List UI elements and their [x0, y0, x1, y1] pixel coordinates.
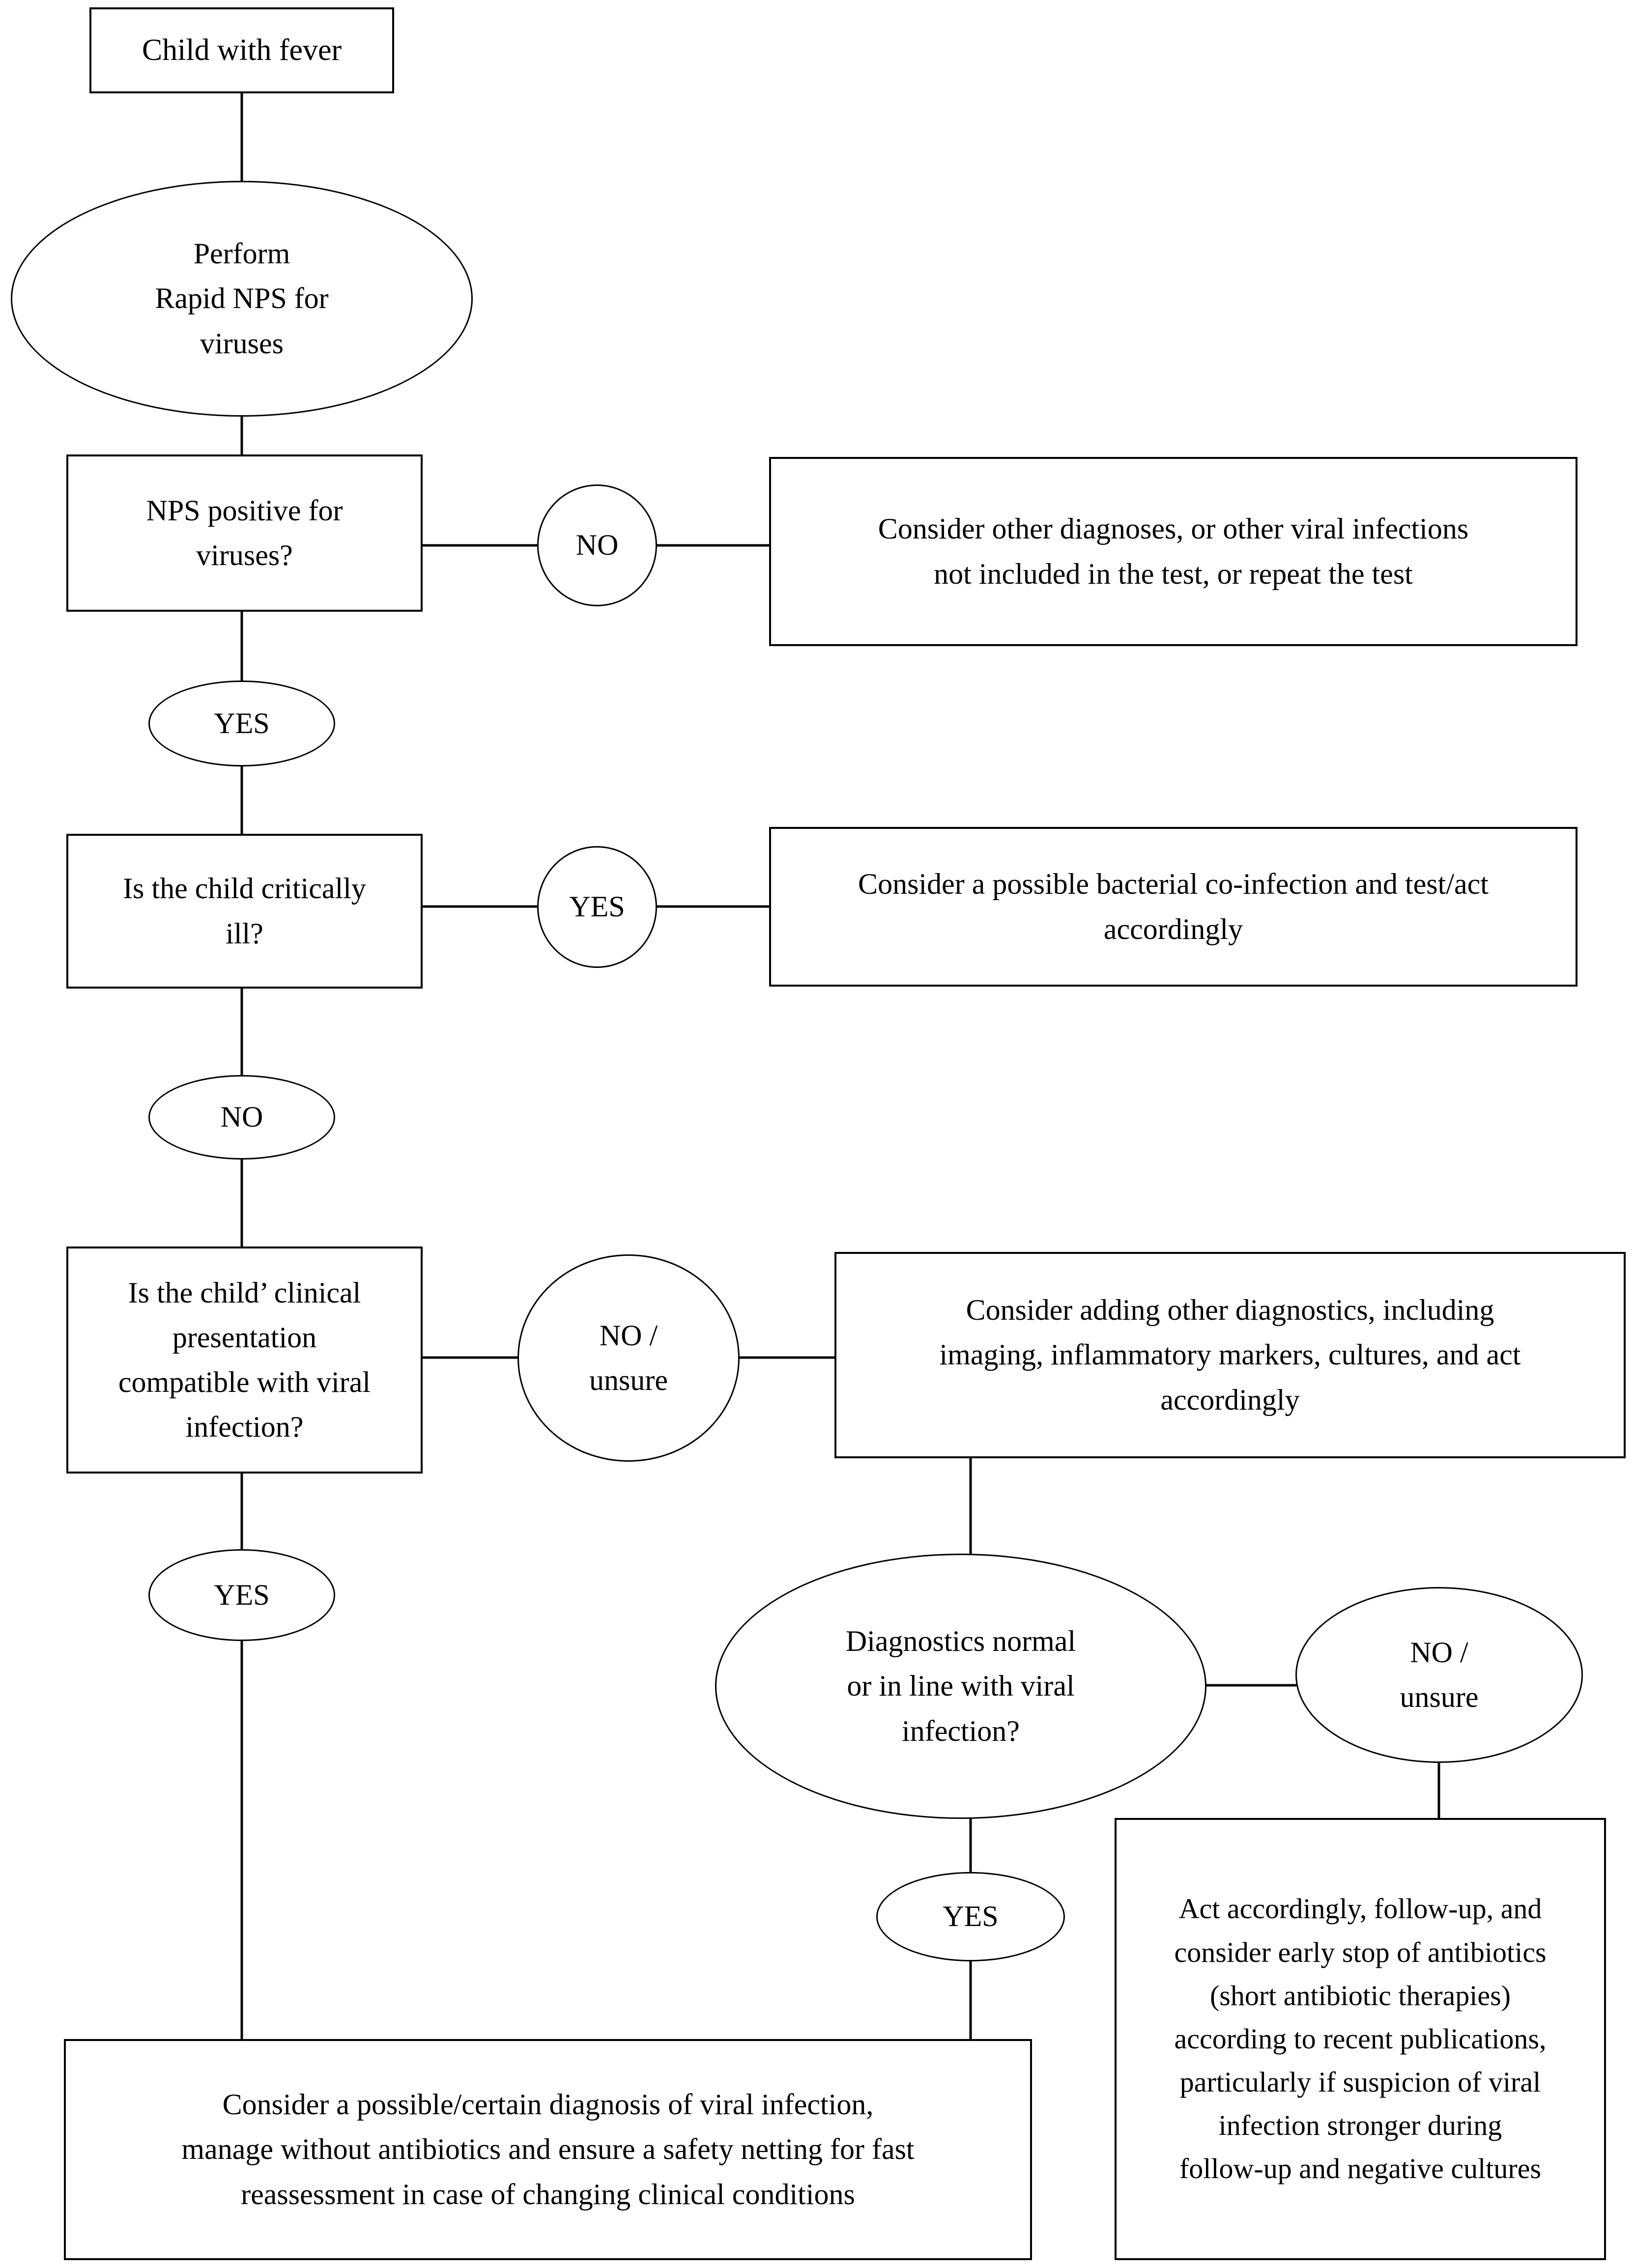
- node-is-child-critically-ill[interactable]: Is the child critically ill?: [66, 834, 423, 989]
- node-label: Child with fever: [142, 33, 342, 67]
- node-clinical-presentation-compatible[interactable]: Is the child’ clinical presentation comp…: [66, 1247, 423, 1474]
- node-act-accordingly-followup[interactable]: Act accordingly, follow-up, and consider…: [1115, 1818, 1606, 2260]
- edge-label-presentation-yes[interactable]: YES: [148, 1549, 335, 1641]
- node-consider-viral-diagnosis[interactable]: Consider a possible/certain diagnosis of…: [64, 2039, 1032, 2260]
- edge-label-critically-ill-yes[interactable]: YES: [537, 846, 657, 968]
- node-label: Consider adding other diagnostics, inclu…: [939, 1294, 1521, 1416]
- node-label: NPS positive for viruses?: [146, 494, 343, 571]
- node-label: Perform Rapid NPS for viruses: [155, 237, 329, 360]
- node-label: YES: [214, 1578, 270, 1611]
- node-label: Consider other diagnoses, or other viral…: [878, 512, 1469, 590]
- edge-label-nps-yes[interactable]: YES: [148, 680, 335, 766]
- node-label: YES: [569, 890, 625, 923]
- node-consider-adding-other-diagnostics[interactable]: Consider adding other diagnostics, inclu…: [834, 1252, 1626, 1458]
- node-consider-other-diagnoses[interactable]: Consider other diagnoses, or other viral…: [769, 457, 1578, 646]
- edge-label-diagnostics-no-unsure[interactable]: NO / unsure: [1295, 1587, 1583, 1763]
- node-label: NO: [575, 529, 619, 562]
- edge-label-diagnostics-yes[interactable]: YES: [876, 1872, 1065, 1961]
- node-label: YES: [943, 1900, 999, 1933]
- node-label: Consider a possible bacterial co-infecti…: [858, 868, 1489, 945]
- edge-label-presentation-no-unsure[interactable]: NO / unsure: [517, 1254, 740, 1462]
- node-label: NO / unsure: [1400, 1636, 1479, 1713]
- node-label: Consider a possible/certain diagnosis of…: [181, 2088, 915, 2211]
- node-nps-positive-for-viruses[interactable]: NPS positive for viruses?: [66, 454, 423, 612]
- node-child-with-fever[interactable]: Child with fever: [89, 7, 394, 93]
- node-consider-bacterial-coinfection[interactable]: Consider a possible bacterial co-infecti…: [769, 827, 1578, 987]
- edge-label-critically-ill-no[interactable]: NO: [148, 1075, 335, 1160]
- node-label: NO: [220, 1101, 263, 1134]
- node-label: Is the child’ clinical presentation comp…: [118, 1276, 371, 1444]
- node-perform-rapid-nps[interactable]: Perform Rapid NPS for viruses: [11, 181, 473, 417]
- node-label: NO / unsure: [589, 1319, 668, 1396]
- node-label: Is the child critically ill?: [123, 872, 366, 950]
- node-label: Diagnostics normal or in line with viral…: [845, 1625, 1076, 1747]
- node-label: YES: [214, 707, 270, 739]
- node-label: Act accordingly, follow-up, and consider…: [1174, 1893, 1547, 2185]
- node-diagnostics-normal-or-viral[interactable]: Diagnostics normal or in line with viral…: [715, 1554, 1206, 1819]
- edge-label-nps-no[interactable]: NO: [537, 484, 657, 606]
